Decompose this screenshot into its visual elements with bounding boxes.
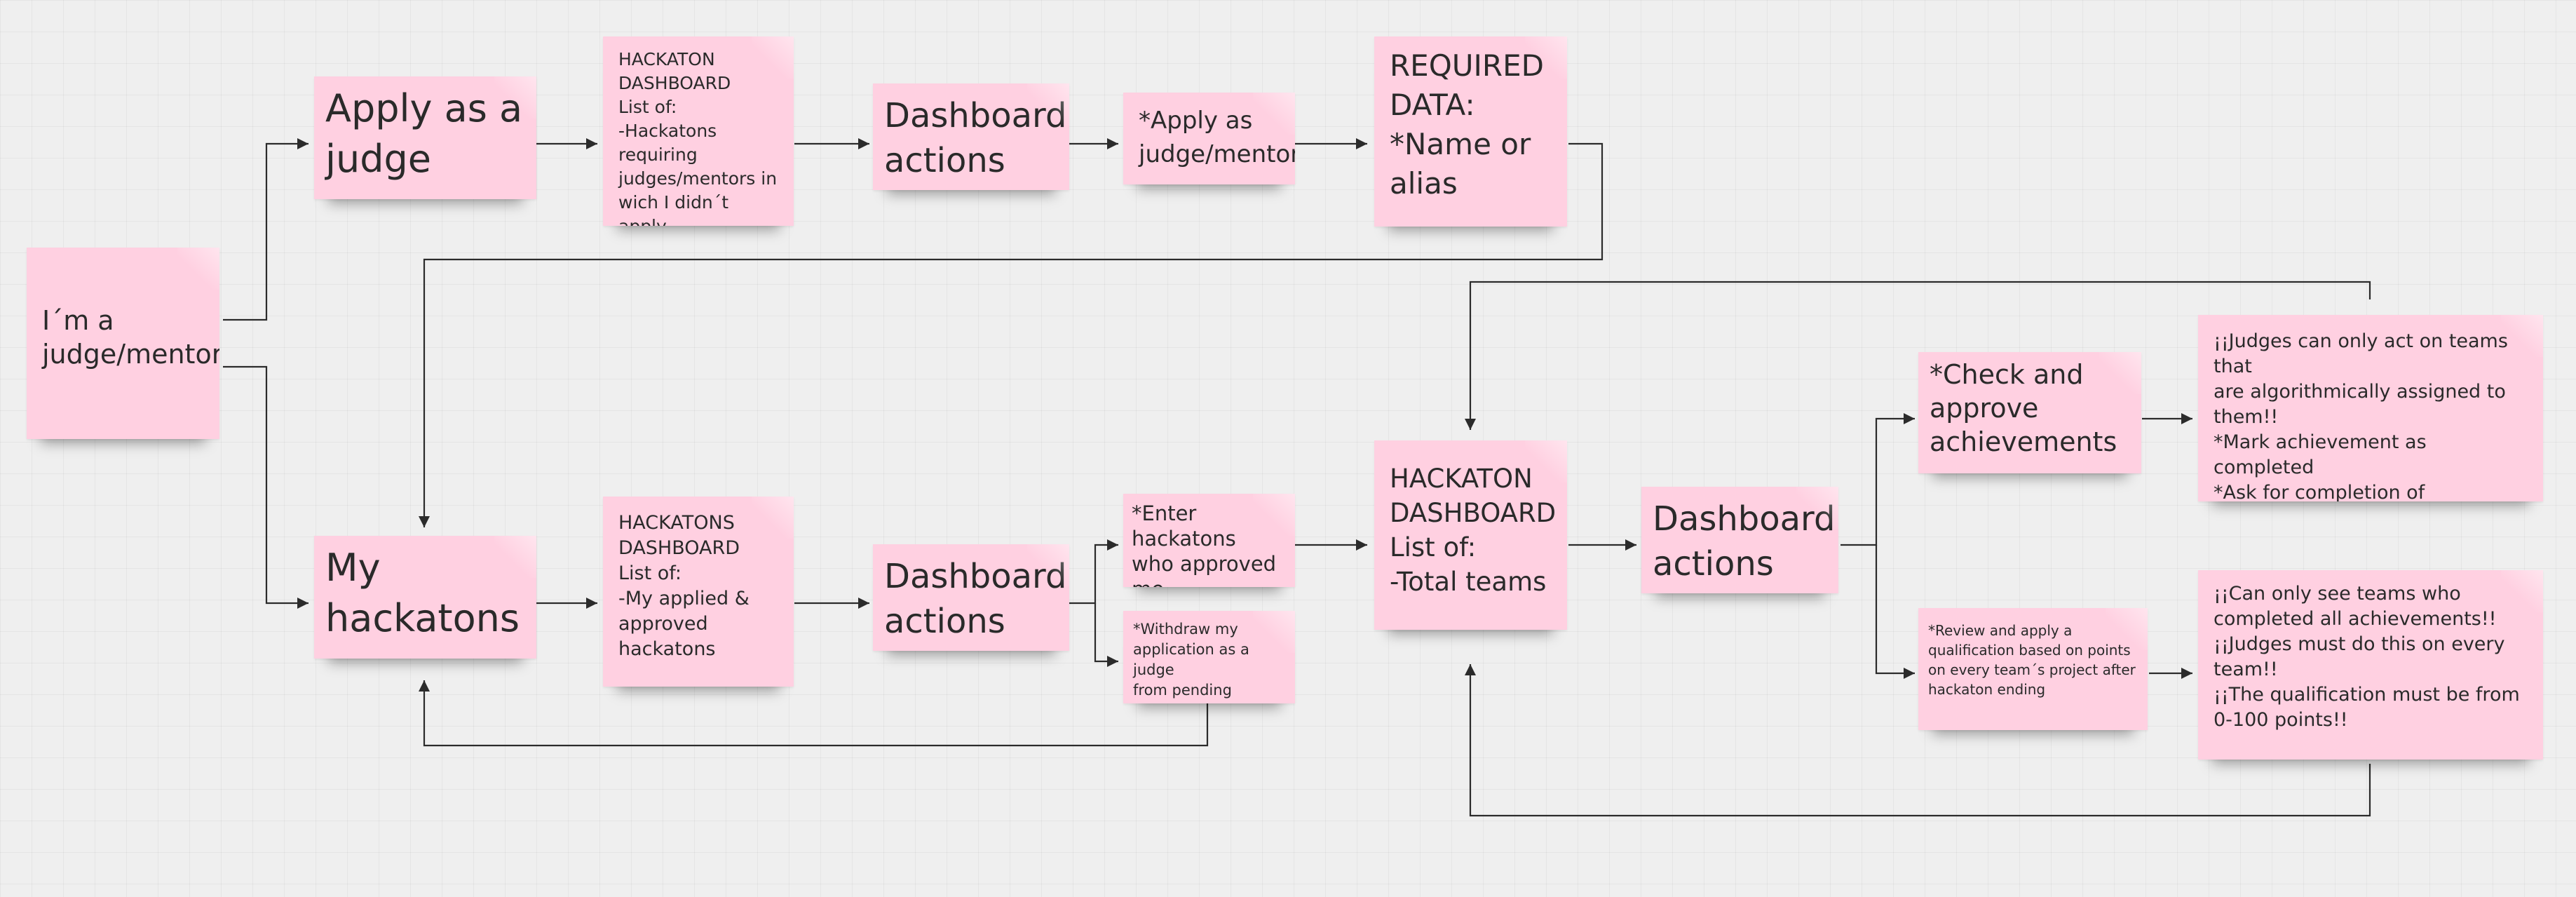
note-dashboard-actions-top-text: Dashboard actions [884,96,1067,180]
note-judges-rules-text: ¡¡Judges can only act on teams that are … [2214,330,2508,501]
arrow-actions-to-withdraw [1094,603,1118,667]
note-dashboard-actions-center-text: Dashboard actions [1653,499,1836,584]
note-my-hackatons[interactable]: My hackatons [314,536,536,659]
note-apply-as-judge-text: Apply as a judge [325,86,523,181]
arrow-actions-to-review-qualification [1875,545,1915,679]
note-hackaton-dashboard-center-text: HACKATON DASHBOARD List of: -Total teams [1390,464,1557,597]
note-check-approve-achievements[interactable]: *Check and approve achievements [1918,352,2141,473]
arrow-required-data-to-my-hackatons [419,142,1604,527]
note-apply-as-judge[interactable]: Apply as a judge [314,76,536,199]
arrow-start-to-my-hackatons [223,365,309,609]
note-hackaton-dashboard-top-text: HACKATON DASHBOARD List of: -Hackatons r… [618,49,778,226]
note-dashboard-actions-bottom-text: Dashboard actions [884,557,1067,641]
note-review-qualification-text: *Review and apply a qualification based … [1928,622,2136,698]
arrow-start-to-apply-judge [223,138,309,321]
arrow-actions-to-enter-hackatons [1069,539,1118,605]
note-enter-hackatons-text: *Enter hackatons who approved me as judg… [1132,501,1277,587]
note-qualification-rules-text: ¡¡Can only see teams who completed all a… [2214,583,2520,731]
note-start-judge-mentor[interactable]: I´m a judge/mentor [27,248,219,439]
note-withdraw-application-text: *Withdraw my application as a judge from… [1133,621,1249,703]
arrow-qualification-rules-back-to-center-dashboard [1465,664,2371,817]
arrow-judges-rules-back-to-center-dashboard [1465,281,2371,430]
note-hackaton-dashboard-top[interactable]: HACKATON DASHBOARD List of: -Hackatons r… [603,36,794,226]
note-judges-rules[interactable]: ¡¡Judges can only act on teams that are … [2198,315,2543,501]
arrow-actions-to-check-approve [1841,413,1915,546]
note-dashboard-actions-center[interactable]: Dashboard actions [1641,487,1838,593]
note-apply-as-mentor[interactable]: *Apply as judge/mentor [1123,93,1295,184]
note-check-approve-achievements-text: *Check and approve achievements [1930,359,2117,457]
note-my-hackatons-text: My hackatons [325,546,520,640]
note-start-text: I´m a judge/mentor [42,305,219,370]
note-review-qualification[interactable]: *Review and apply a qualification based … [1918,608,2148,730]
note-hackaton-dashboard-center[interactable]: HACKATON DASHBOARD List of: -Total teams [1374,440,1567,630]
note-required-data[interactable]: REQUIRED DATA: *Name or alias [1374,36,1567,227]
note-required-data-text: REQUIRED DATA: *Name or alias [1390,48,1544,201]
note-hackatons-dashboard-bottom-text: HACKATONS DASHBOARD List of: -My applied… [618,512,750,660]
note-enter-hackatons[interactable]: *Enter hackatons who approved me as judg… [1123,494,1295,587]
note-hackatons-dashboard-bottom[interactable]: HACKATONS DASHBOARD List of: -My applied… [603,497,794,687]
note-apply-as-mentor-text: *Apply as judge/mentor [1139,107,1295,168]
note-qualification-rules[interactable]: ¡¡Can only see teams who completed all a… [2198,570,2543,760]
note-withdraw-application[interactable]: *Withdraw my application as a judge from… [1123,611,1295,703]
arrow-withdraw-back-to-my-hackatons [419,680,1209,747]
note-dashboard-actions-top[interactable]: Dashboard actions [873,83,1069,190]
note-dashboard-actions-bottom[interactable]: Dashboard actions [873,544,1069,651]
